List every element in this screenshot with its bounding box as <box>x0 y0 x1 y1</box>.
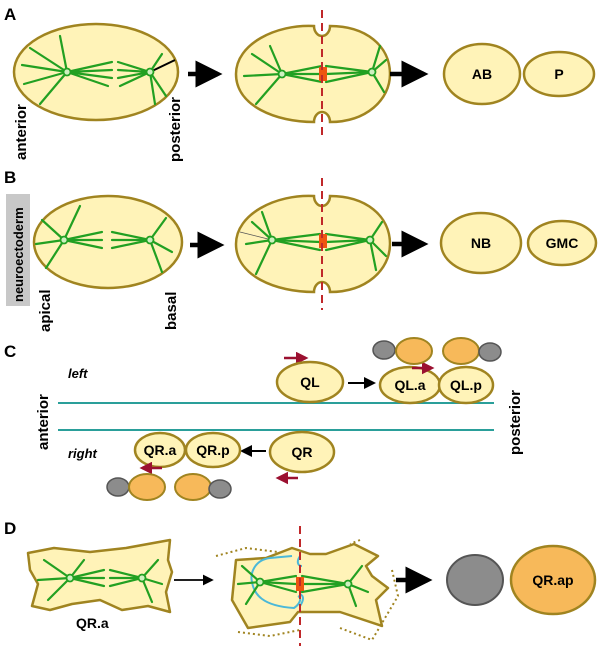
panel-c-bottom-daughter-pair-2 <box>174 473 232 501</box>
panel-c-cell-qr-label: QR <box>292 444 313 460</box>
panel-c-cell-ql: QL <box>275 360 345 404</box>
panel-a-dividing-cell <box>234 10 392 138</box>
panel-d: D QR.a <box>4 519 597 646</box>
panel-b-mother-cell <box>32 194 184 290</box>
panel-b-letter: B <box>4 168 16 187</box>
panel-d-dividing-cell <box>215 526 400 646</box>
panel-c-cell-qlp-label: QL.p <box>450 377 482 393</box>
panel-c-axis-posterior: posterior <box>507 390 524 455</box>
panel-a-daughter-p: P <box>522 50 596 98</box>
panel-c-side-right: right <box>68 446 98 461</box>
panel-c-cell-qla-label: QL.a <box>394 377 425 393</box>
panel-c-letter: C <box>4 342 16 361</box>
panel-b: B neuroectoderm apical <box>4 168 598 332</box>
panel-d-grey-daughter <box>446 554 504 606</box>
panel-b-daughter-nb-label: NB <box>471 235 491 251</box>
panel-c-cell-qrp-label: QR.p <box>196 442 229 458</box>
panel-a-letter: A <box>4 5 16 24</box>
panel-c-cell-qra: QR.a <box>133 431 187 469</box>
panel-d-daughter-qrap: QR.ap <box>509 544 597 616</box>
panel-a-axis-anterior: anterior <box>13 104 30 160</box>
panel-a: A <box>4 5 596 162</box>
panel-c-top-daughter-pair-1 <box>372 337 433 365</box>
panel-a-daughter-ab: AB <box>442 42 522 106</box>
panel-b-axis-basal: basal <box>163 292 180 330</box>
panel-b-axis-apical: apical <box>37 289 54 332</box>
panel-a-daughter-ab-label: AB <box>472 66 492 82</box>
panel-c-axis-anterior: anterior <box>35 394 52 450</box>
panel-c-cell-qra-label: QR.a <box>144 442 177 458</box>
panel-c-cell-ql-label: QL <box>300 374 320 390</box>
panel-a-axis-posterior: posterior <box>167 97 184 162</box>
panel-d-daughter-label: QR.ap <box>532 572 573 588</box>
panel-c-cell-qla: QL.a <box>378 365 442 405</box>
panel-b-daughter-gmc: GMC <box>526 219 598 267</box>
panel-d-letter: D <box>4 519 16 538</box>
panel-c-side-left: left <box>68 366 88 381</box>
panel-b-daughter-gmc-label: GMC <box>546 235 579 251</box>
panel-b-daughter-nb: NB <box>439 211 523 275</box>
panel-b-tissue-box <box>6 194 30 306</box>
panel-d-mother-label: QR.a <box>76 615 109 631</box>
panel-c-cell-qr: QR <box>268 430 336 474</box>
panel-c-cell-qlp: QL.p <box>437 365 495 405</box>
panel-b-dividing-cell <box>234 178 392 310</box>
panel-b-tissue-label: neuroectoderm <box>11 207 26 302</box>
panel-d-mother-cell <box>26 538 174 614</box>
panel-c-bottom-daughter-pair-1 <box>106 473 166 501</box>
panel-a-spindle <box>20 34 168 106</box>
panel-c-top-daughter-pair-2 <box>442 337 502 365</box>
panel-a-mother-cell <box>12 22 180 122</box>
panel-a-daughter-p-label: P <box>554 66 563 82</box>
panel-c-cell-qrp: QR.p <box>184 431 242 469</box>
panel-c: C anterior posterior left right QL QL.a … <box>4 337 524 501</box>
